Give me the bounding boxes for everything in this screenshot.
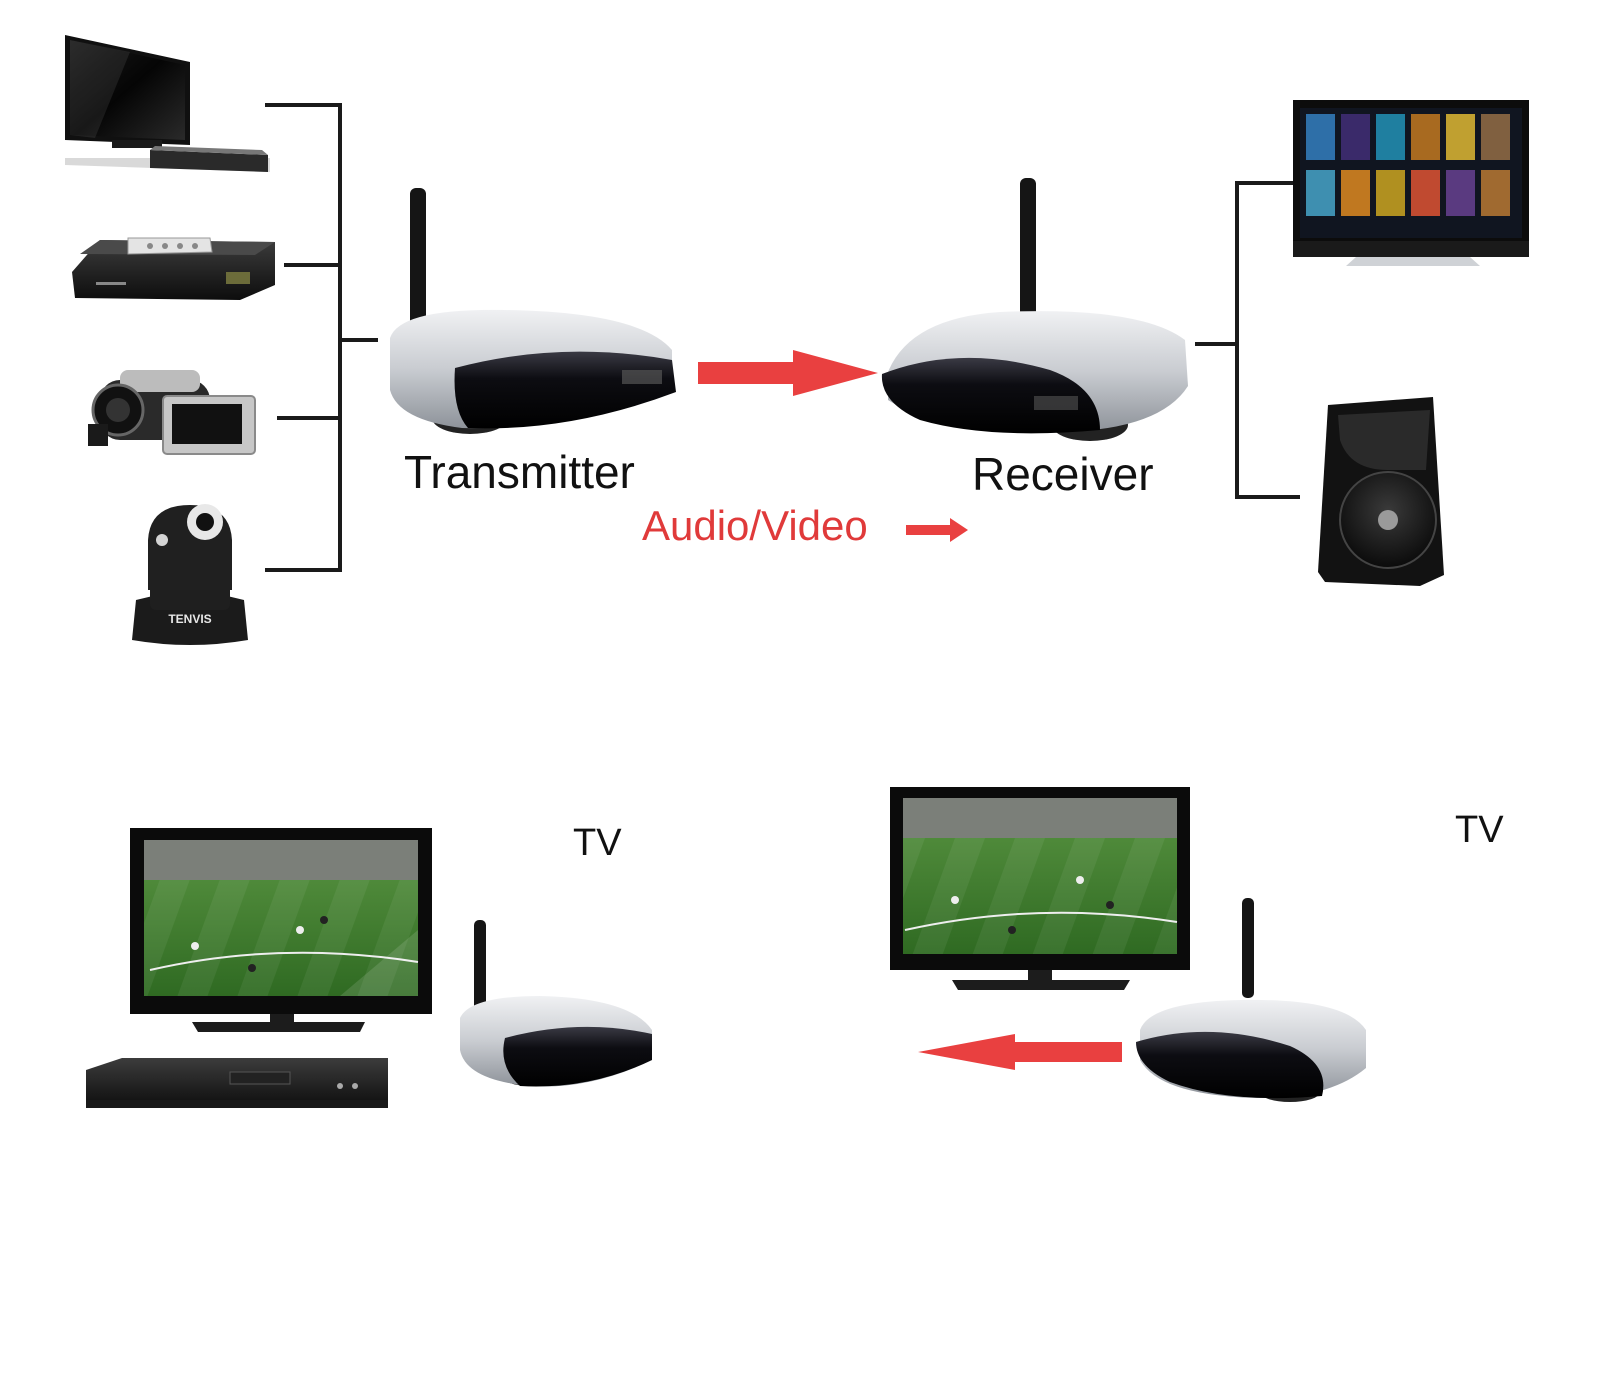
tv-label-right: TV: [1455, 809, 1504, 851]
scene-left-transmitter-icon: [460, 920, 652, 1086]
app-tile-icon: [1376, 170, 1405, 216]
source-dvd-player-icon: [150, 146, 268, 172]
output-speaker-icon: [1318, 397, 1444, 586]
app-tile-icon: [1481, 170, 1510, 216]
app-tile-icon: [1446, 170, 1475, 216]
app-tile-icon: [1481, 114, 1510, 160]
transmitter-label: Transmitter: [404, 446, 635, 498]
output-connector-lines: [1195, 183, 1300, 497]
app-tile-icon: [1306, 170, 1335, 216]
source-camcorder-icon: [88, 370, 255, 454]
source-remote-icon: [128, 238, 212, 254]
receiver-label: Receiver: [972, 448, 1154, 500]
scene-left-tv-icon: [130, 828, 432, 1032]
app-tile-icon: [1306, 114, 1335, 160]
app-tile-icon: [1341, 114, 1370, 160]
app-tile-icon: [1341, 170, 1370, 216]
app-tile-icon: [1411, 170, 1440, 216]
output-smart-tv-icon: [1293, 100, 1529, 266]
signal-label: Audio/Video: [642, 502, 868, 549]
source-connector-lines: [265, 105, 378, 570]
app-tile-icon: [1411, 114, 1440, 160]
scene-right-tv-icon: [890, 787, 1190, 990]
app-tile-icon: [1376, 114, 1405, 160]
scene-right-arrow-icon: [918, 1034, 1122, 1070]
signal-arrow-icon: [698, 350, 878, 396]
tv-label-left: TV: [573, 822, 622, 864]
app-tile-icon: [1446, 114, 1475, 160]
scene-left-bluray-player-icon: [86, 1058, 388, 1108]
source-ip-camera-icon: TENVIS: [132, 504, 248, 645]
ip-camera-brand-label: TENVIS: [168, 612, 211, 626]
transmitter-device-icon: [390, 188, 676, 434]
signal-small-arrow-icon: [906, 518, 968, 542]
receiver-device-icon: [882, 178, 1188, 441]
